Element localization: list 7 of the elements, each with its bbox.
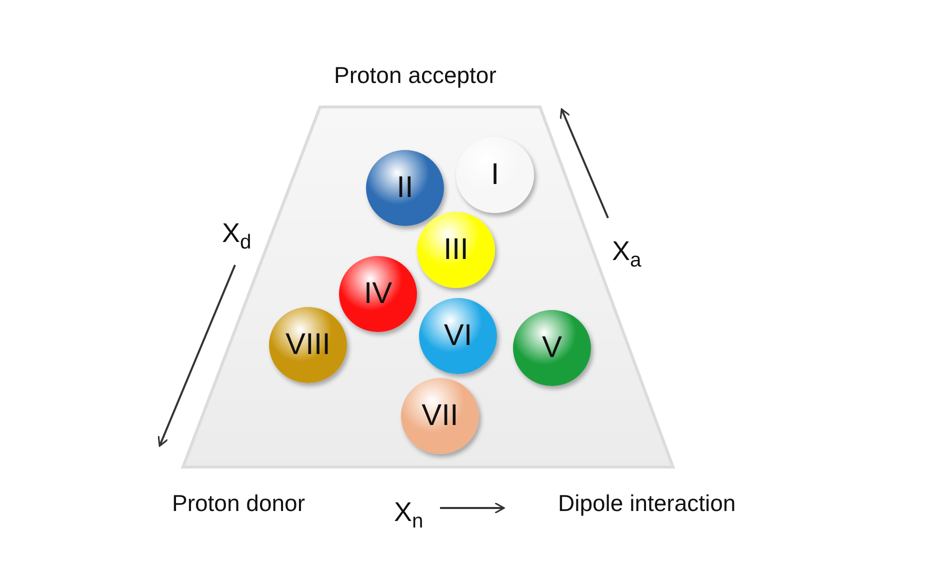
axis-symbol: X$_{d}$ [222,218,252,254]
trapezoid-panel [180,104,676,470]
axis-symbol: X$_{n}$ [394,497,424,534]
axis-label: Dipole interaction [558,490,736,517]
axis-label: Proton acceptor [334,62,496,89]
axis-symbol: X$_{a}$ [612,236,642,272]
axis-label: Proton donor [172,490,305,517]
